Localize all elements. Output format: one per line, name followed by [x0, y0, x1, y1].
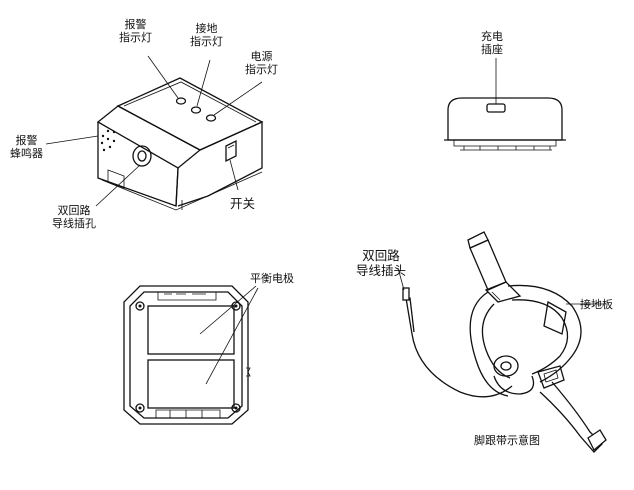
dual-loop-jack-port [132, 145, 152, 167]
label-ground-indicator: 接地 指示灯 [190, 22, 223, 48]
balance-electrode-view [123, 285, 259, 425]
ground-plate-pad [543, 300, 567, 335]
buzzer-holes [100, 129, 116, 152]
power-indicator-led [205, 114, 217, 122]
label-switch: 开关 [230, 196, 256, 211]
electrode-lower [147, 359, 235, 409]
dual-loop-plug-tip [402, 287, 410, 301]
electrode-upper [147, 305, 235, 355]
label-dual-loop-jack: 双回路 导线插孔 [52, 204, 96, 230]
charging-socket-view [444, 58, 566, 151]
switch-knob [225, 139, 237, 163]
heel-strap-caption: 脚跟带示意图 [474, 434, 540, 447]
label-balance-electrodes: 平衡电极 [250, 272, 294, 285]
label-dual-loop-plug: 双回路 导线插头 [356, 248, 407, 278]
label-ground-plate: 接地板 [580, 298, 613, 311]
label-power-indicator: 电源 指示灯 [245, 50, 278, 76]
usb-port [486, 103, 506, 113]
label-alarm-indicator: 报警 指示灯 [119, 18, 152, 44]
label-charging-socket: 充电 插座 [481, 30, 503, 56]
heel-strap-view [397, 231, 607, 453]
ground-indicator-led [190, 106, 202, 114]
device-isometric-view [45, 55, 264, 211]
alarm-indicator-led [175, 97, 187, 105]
label-alarm-buzzer: 报警 蜂鸣器 [10, 134, 43, 160]
